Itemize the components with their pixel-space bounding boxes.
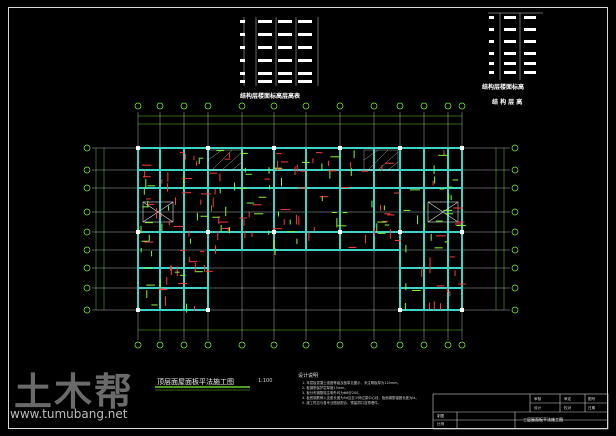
table-2-cells <box>489 16 536 74</box>
drawing-frame <box>8 7 608 429</box>
title-block-label-2: 审定 <box>564 397 572 401</box>
axis-bubbles-left <box>83 144 91 314</box>
note-3: 3. 板分布钢筋除注明外均为Φ6@200。 <box>302 391 362 395</box>
note-5: 5. 施工时应与各专业图纸配合，预留洞口及预埋件。 <box>302 401 381 405</box>
note-2: 2. 板钢筋保护层厚度15mm。 <box>302 386 348 390</box>
rebar-marks <box>140 150 466 313</box>
axis-bubbles-top <box>134 102 466 110</box>
title-block-label-1: 审核 <box>534 397 542 401</box>
title-block-label-7: 日期 <box>588 406 596 410</box>
watermark-logo: 土木帮 <box>14 370 135 414</box>
note-4: 4. 板底钢筋伸入支座长度为5d且至少伸过梁中心线，板面钢筋锚固长度为la。 <box>302 396 419 400</box>
title-block-label-6: 图号 <box>588 397 596 401</box>
beams <box>137 147 463 311</box>
dimension-lines <box>95 115 505 331</box>
title-block-label-4: 校对 <box>564 406 572 410</box>
table-1-cells <box>240 20 312 83</box>
stair-openings <box>207 149 399 171</box>
title-block <box>432 393 609 430</box>
table-3-caption: 结 构 层 高 <box>492 99 523 106</box>
axis-bubbles-right <box>511 144 519 314</box>
title-block-drawing-name: 三层屋面板平法施工图 <box>523 417 563 422</box>
plan-title: 顶层面屋面板平法施工图 <box>157 378 234 386</box>
void-boxes <box>142 201 459 223</box>
table-2-caption: 结构层楼面标高 <box>482 84 525 91</box>
title-block-label-3: 设计 <box>534 406 542 410</box>
note-1: 1. 本层板混凝土强度等级及板厚见图示，未注明板厚为120mm。 <box>302 381 401 385</box>
table-1-caption: 结构层楼面标高层高表 <box>240 93 301 100</box>
table-1 <box>243 17 319 86</box>
title-block-label-8: 比例 <box>437 422 445 426</box>
watermark-url: www.tumubang.net <box>10 407 128 421</box>
axis-bubbles-bottom <box>134 341 466 349</box>
title-block-label-5: 制图 <box>437 414 445 418</box>
notes-title: 设计说明 <box>298 373 319 379</box>
plan-scale: 1:100 <box>258 378 273 384</box>
table-2 <box>488 12 543 80</box>
columns <box>136 146 464 312</box>
